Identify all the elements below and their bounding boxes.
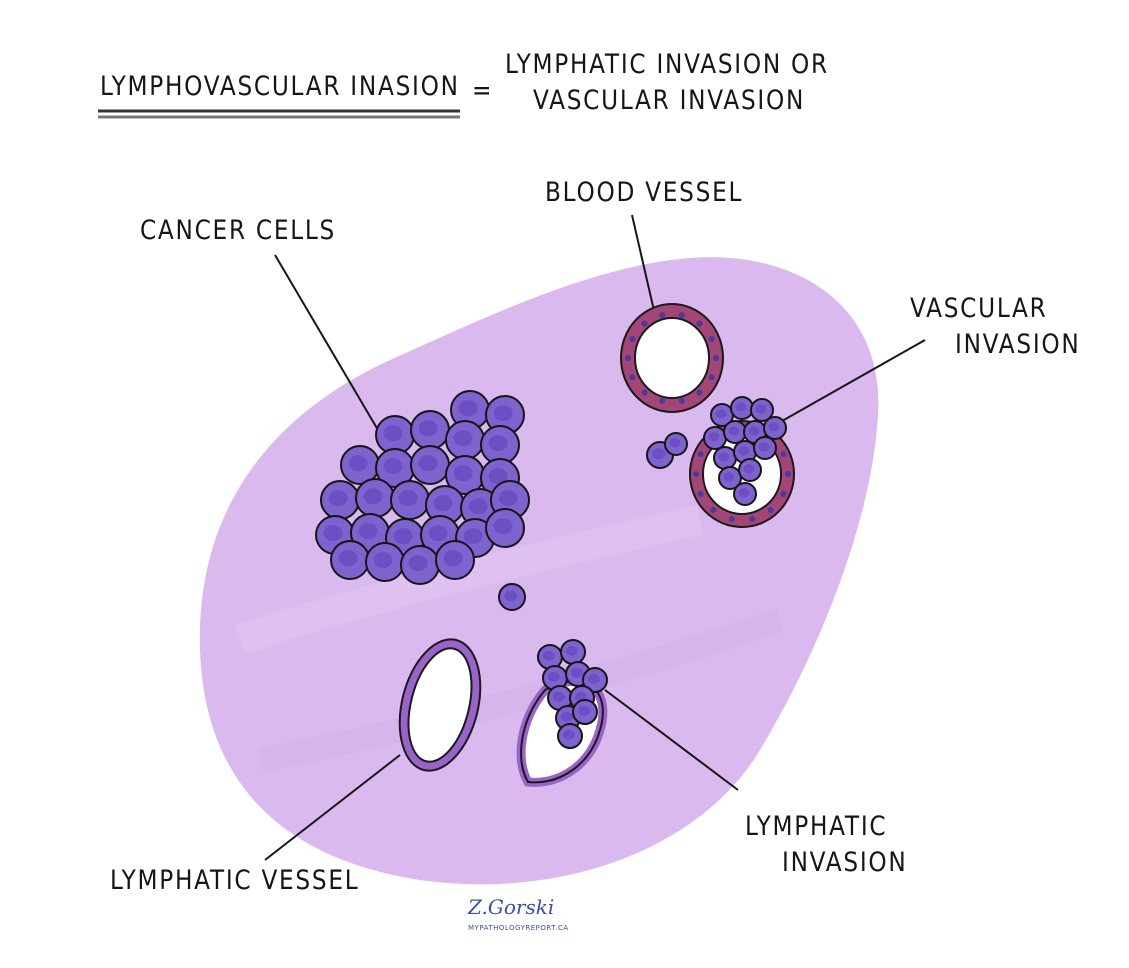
cancer-cell — [572, 699, 598, 725]
cancer-cell — [738, 458, 762, 482]
title-term: LYMPHOVASCULAR INASION — [100, 71, 460, 102]
signature-website: MYPATHOLOGYREPORT.CA — [468, 924, 569, 932]
vascular-invasion-label-line2: INVASION — [955, 329, 1081, 360]
cancer-cell — [753, 436, 777, 460]
endothelial-nucleus — [767, 506, 774, 513]
cancer-cell — [320, 480, 360, 520]
cancer-cell — [537, 644, 563, 670]
cancer-cell — [355, 478, 395, 518]
cancer-cell — [557, 723, 583, 749]
cancer-cell — [582, 667, 608, 693]
endothelial-nucleus — [710, 506, 717, 513]
cancer-cell — [560, 639, 586, 665]
cancer-cell — [664, 432, 688, 456]
endothelial-nucleus — [625, 355, 631, 361]
cancer-cell — [713, 446, 737, 470]
cancer-cell — [410, 410, 450, 450]
cancer-cell — [400, 545, 440, 585]
cancer-cell — [750, 398, 774, 422]
endothelial-nucleus — [696, 320, 703, 327]
endothelial-nucleus — [713, 355, 719, 361]
endothelial-nucleus — [641, 320, 648, 327]
endothelial-nucleus — [749, 515, 756, 522]
cancer-cell — [445, 455, 485, 495]
cancer-cell — [445, 420, 485, 460]
lymphatic-invasion-leader — [604, 689, 739, 791]
cancer-cell — [763, 416, 787, 440]
loose-cancer-cells — [498, 432, 688, 611]
cancer-cell — [498, 583, 526, 611]
lymphatic-invasion-label-line2: INVASION — [782, 847, 908, 878]
endothelial-nucleus — [693, 471, 699, 477]
endothelial-nucleus — [696, 389, 703, 396]
endothelial-nucleus — [659, 397, 666, 404]
blood-vessel-label: BLOOD VESSEL — [545, 177, 744, 208]
cancer-cell — [723, 420, 747, 444]
endothelial-nucleus — [780, 490, 787, 497]
cancer-cell — [435, 540, 475, 580]
blood-vessel-leader — [631, 214, 656, 316]
vascular-invasion-label-line1: VASCULAR — [910, 293, 1048, 324]
cancer-cell — [390, 480, 430, 520]
vascular-invasion-leader — [774, 339, 926, 426]
endothelial-nucleus — [659, 312, 666, 319]
cancer-cell — [365, 542, 405, 582]
artist-signature: Z.Gorski — [468, 895, 555, 919]
cancer-cell — [485, 508, 525, 548]
vascular-invasion-cells — [703, 396, 787, 506]
endothelial-nucleus — [697, 451, 704, 458]
endothelial-nucleus — [678, 397, 685, 404]
lymphatic-invasion-cells — [537, 639, 608, 749]
cancer-cell-cluster — [315, 390, 530, 585]
endothelial-nucleus — [678, 312, 685, 319]
cancer-cell — [730, 396, 754, 420]
cancer-cell — [330, 540, 370, 580]
cancer-cell — [733, 482, 757, 506]
lymphatic-invasion-label-line1: LYMPHATIC — [745, 811, 888, 842]
cancer-cells-leader — [274, 254, 379, 431]
endothelial-nucleus — [780, 451, 787, 458]
endothelial-nucleus — [708, 335, 715, 342]
title-definition-line2: VASCULAR INVASION — [533, 85, 806, 116]
cancer-cell — [375, 448, 415, 488]
lymphatic-vessel — [398, 638, 482, 772]
title-equals: = — [472, 75, 494, 106]
endothelial-nucleus — [641, 389, 648, 396]
endothelial-nucleus — [785, 471, 791, 477]
cancer-cell — [410, 445, 450, 485]
endothelial-nucleus — [728, 515, 735, 522]
cancer-cell — [703, 426, 727, 450]
endothelial-nucleus — [708, 374, 715, 381]
endothelial-nucleus — [629, 374, 636, 381]
lymphatic-vessel-leader — [264, 754, 401, 861]
endothelial-nucleus — [697, 490, 704, 497]
blood-vessel — [620, 303, 724, 413]
title-definition-line1: LYMPHATIC INVASION OR — [505, 49, 829, 80]
endothelial-nucleus — [629, 335, 636, 342]
lymphatic-vessel-label: LYMPHATIC VESSEL — [110, 865, 360, 896]
cancer-cell — [718, 466, 742, 490]
cancer-cell — [450, 390, 490, 430]
cancer-cells-label: CANCER CELLS — [140, 215, 337, 246]
